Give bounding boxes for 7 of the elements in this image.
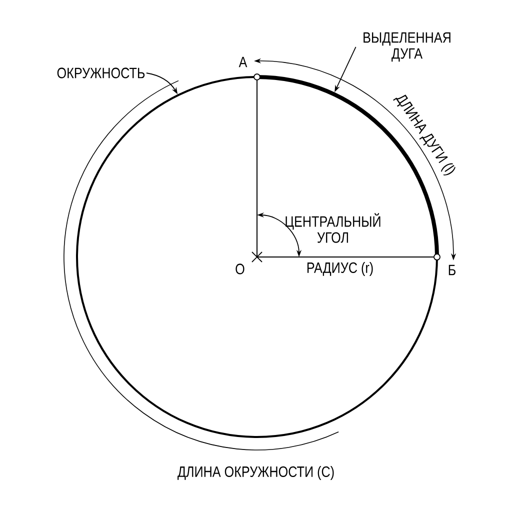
circumference-label: ДЛИНА ОКРУЖНОСТИ (C) [178,466,334,480]
point-label: О [236,264,244,274]
point-label: Б [448,264,456,276]
angle-label: ЦЕНТРАЛЬНЫЙ УГОЛ [286,213,380,243]
callout-label: ВЫДЕЛЕННАЯ ДУГА [364,32,450,62]
point-label: А [238,56,248,68]
callout-label: ОКРУЖНОСТЬ [57,68,145,78]
